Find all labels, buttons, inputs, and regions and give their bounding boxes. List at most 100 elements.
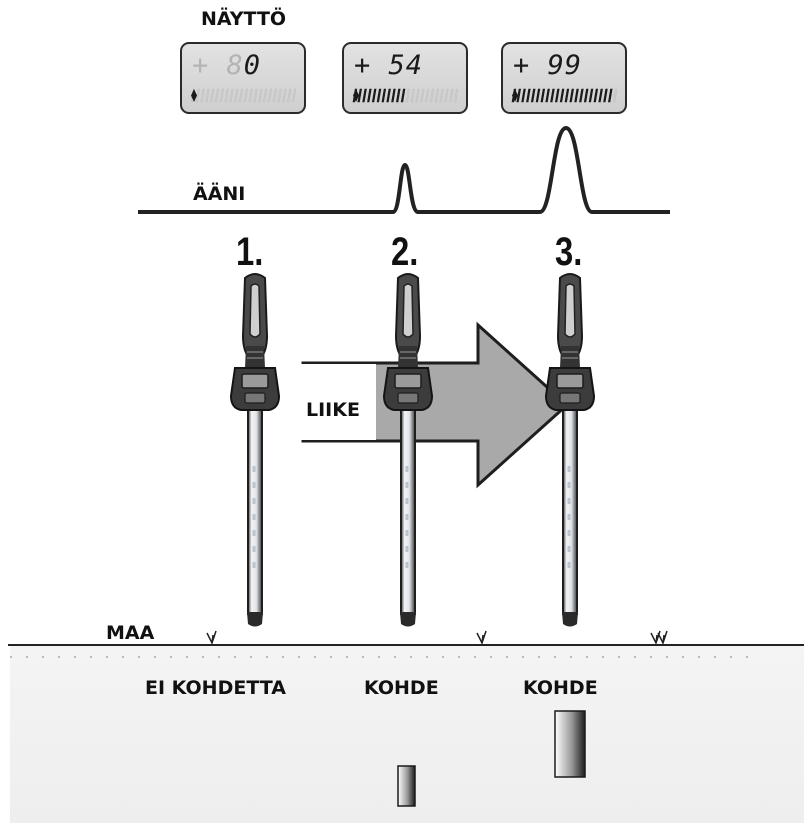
signal-segment xyxy=(516,88,521,103)
signal-segment xyxy=(234,88,239,103)
signal-segment xyxy=(367,88,372,103)
signal-segment xyxy=(449,88,454,103)
signal-segment xyxy=(559,88,565,103)
signal-segment xyxy=(248,88,253,103)
signal-segment xyxy=(569,88,574,103)
display-value: 99 xyxy=(547,50,583,81)
signal-strength-bar xyxy=(511,88,617,103)
signal-segment xyxy=(550,88,555,103)
signal-segment xyxy=(608,88,613,103)
signal-segment xyxy=(224,88,229,103)
signal-segment xyxy=(579,88,584,103)
signal-segment xyxy=(530,88,536,103)
arrow-label-backing xyxy=(300,364,376,440)
signal-segment xyxy=(386,88,391,103)
signal-segment xyxy=(540,88,546,103)
display-value: 54 xyxy=(388,50,424,81)
signal-segment xyxy=(564,88,570,103)
target-status-label: EI KOHDETTA xyxy=(145,677,286,699)
signal-segment xyxy=(200,88,205,103)
grass-tuft-icon xyxy=(206,630,217,644)
signal-segment xyxy=(219,88,225,103)
ground-label: MAA xyxy=(106,622,155,644)
display-value-text: + 99 xyxy=(513,50,582,81)
step-number: 1. xyxy=(236,230,264,274)
signal-segment xyxy=(612,88,617,103)
signal-segment xyxy=(376,88,382,103)
signal-segment xyxy=(262,88,268,103)
signal-marker-icon xyxy=(353,89,359,102)
signal-segment xyxy=(526,88,531,103)
display-sign: + xyxy=(354,50,372,81)
signal-segment xyxy=(362,88,367,103)
display-screen: + 54 xyxy=(342,42,468,114)
display-ghost-digit: 8 xyxy=(226,50,244,81)
target-status-label: KOHDE xyxy=(364,677,439,699)
signal-segment xyxy=(424,88,430,103)
signal-segment xyxy=(603,88,608,103)
signal-segment xyxy=(277,88,282,103)
step-number: 2. xyxy=(391,230,419,274)
display-screen: + 99 xyxy=(501,42,627,114)
metal-detector-icon xyxy=(382,272,434,628)
signal-segment xyxy=(391,88,396,103)
signal-segment xyxy=(258,88,263,103)
signal-strength-bar xyxy=(352,88,458,103)
signal-segment xyxy=(415,88,420,103)
display-label: NÄYTTÖ xyxy=(201,8,287,30)
display-sign: + xyxy=(513,50,531,81)
signal-segment xyxy=(598,88,603,103)
signal-segment xyxy=(574,88,579,103)
display-screen: + 80 xyxy=(180,42,306,114)
signal-segment xyxy=(434,88,440,103)
signal-segment xyxy=(253,88,258,103)
sound-trace-line xyxy=(138,125,670,214)
signal-strength-bar xyxy=(190,88,296,103)
signal-segment xyxy=(396,88,401,103)
metal-detector-icon xyxy=(229,272,281,628)
signal-segment xyxy=(545,88,550,103)
display-value-text: + 54 xyxy=(354,50,423,81)
signal-segment xyxy=(400,88,406,103)
target-status-label: KOHDE xyxy=(523,677,598,699)
signal-segment xyxy=(439,88,444,103)
signal-segment xyxy=(410,88,415,103)
signal-segment xyxy=(521,88,526,103)
display-sign: + xyxy=(192,50,210,81)
signal-segment xyxy=(214,88,220,103)
signal-segment xyxy=(267,88,273,103)
signal-segment xyxy=(381,88,387,103)
signal-segment xyxy=(272,88,278,103)
signal-segment xyxy=(205,88,210,103)
signal-segment xyxy=(209,88,215,103)
signal-segment xyxy=(282,88,287,103)
signal-segment xyxy=(588,88,594,103)
display-value-text: + 80 xyxy=(192,50,261,81)
signal-marker-icon xyxy=(191,89,197,102)
display-value: 0 xyxy=(243,50,262,81)
metal-detector-icon xyxy=(544,272,596,628)
motion-label: LIIKE xyxy=(306,399,360,421)
step-number: 3. xyxy=(555,230,583,274)
signal-segment xyxy=(535,88,541,103)
signal-segment xyxy=(229,88,234,103)
signal-segment xyxy=(593,88,599,103)
signal-segment xyxy=(555,88,560,103)
signal-segment xyxy=(429,88,435,103)
signal-segment xyxy=(291,88,296,103)
signal-segment xyxy=(405,88,411,103)
signal-segment xyxy=(583,88,589,103)
signal-segment xyxy=(444,88,449,103)
signal-segment xyxy=(195,88,200,103)
signal-marker-icon xyxy=(512,89,518,102)
buried-object-icon xyxy=(397,765,416,807)
signal-segment xyxy=(243,88,249,103)
signal-segment xyxy=(287,88,292,103)
signal-segment xyxy=(453,88,458,103)
buried-object-icon xyxy=(554,710,586,778)
signal-segment xyxy=(420,88,425,103)
signal-segment xyxy=(371,88,377,103)
grass-tuft-icon xyxy=(476,630,487,644)
signal-segment xyxy=(357,88,362,103)
